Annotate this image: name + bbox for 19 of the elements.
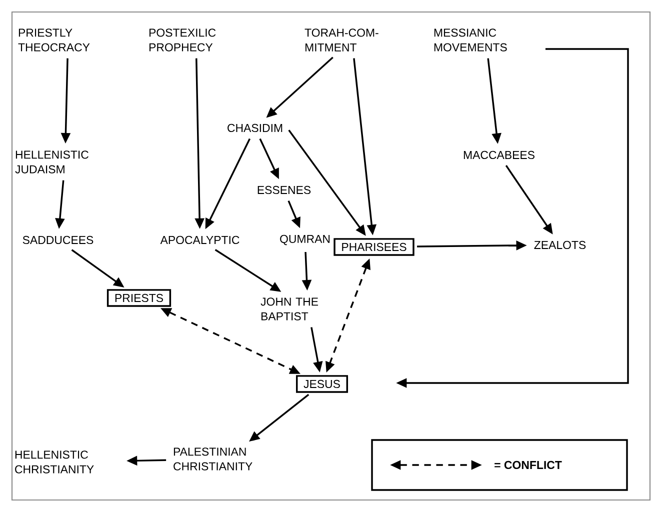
boxed-term: PHARISEES — [334, 238, 414, 256]
term-label: HELLENISTIC CHRISTIANITY — [15, 450, 94, 474]
term-label: QUMRAN — [280, 234, 330, 246]
term-label: TORAH-COM- MITMENT — [304, 28, 378, 52]
term-label: MACCABEES — [464, 150, 534, 160]
term-label: PALESTINIAN CHRISTIANITY — [174, 448, 252, 470]
term-label: SADDUCEES — [22, 236, 94, 244]
term-label: ZEALOTS — [534, 240, 586, 250]
boxed-term: PRIESTS — [106, 289, 172, 307]
term-label: JOHN THE BAPTIST — [260, 298, 318, 320]
term-label: CHASIDIM — [228, 124, 282, 132]
term-label: POSTEXILIC PROPHECY — [149, 28, 216, 52]
term-label: HELLENISTIC JUDAISM — [15, 150, 88, 174]
legend-box: = CONFLICT — [371, 439, 628, 491]
term-label: PRIESTLY THEOCRACY — [18, 28, 90, 52]
term-label: ESSENES — [258, 186, 311, 194]
boxed-term: JESUS — [296, 375, 348, 393]
term-label: APOCALYPTIC — [160, 236, 240, 244]
term-label: MESSIANIC MOVEMENTS — [434, 28, 507, 52]
